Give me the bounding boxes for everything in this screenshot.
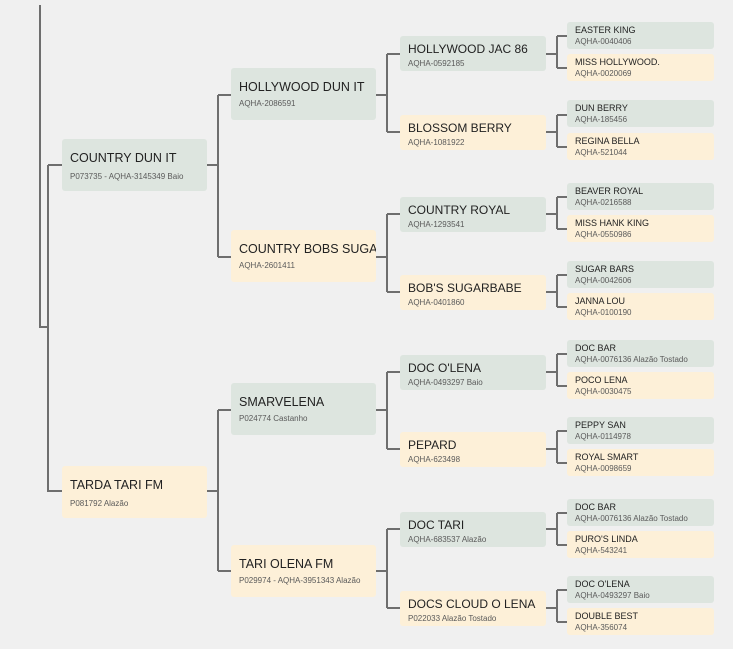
horse-name: EASTER KING — [575, 25, 636, 35]
horse-registration: AQHA-683537 Alazão — [408, 535, 487, 544]
horse-name: TARI OLENA FM — [239, 557, 334, 571]
horse-name: HOLLYWOOD JAC 86 — [408, 42, 528, 56]
horse-card-ssdd[interactable]: REGINA BELLA AQHA-521044 — [567, 133, 714, 160]
horse-card-sdd[interactable]: BOB'S SUGARBABE AQHA-0401860 — [400, 275, 546, 310]
horse-card-sssd[interactable]: MISS HOLLYWOOD. AQHA-0020069 — [567, 54, 714, 81]
horse-registration: AQHA-2086591 — [239, 99, 296, 108]
horse-name: SUGAR BARS — [575, 264, 635, 274]
horse-registration: P073735 - AQHA-3145349 Baio — [70, 172, 184, 181]
horse-name: COUNTRY BOBS SUGAR — [239, 242, 376, 256]
horse-registration: AQHA-185456 — [575, 115, 628, 124]
horse-name: PEPARD — [408, 438, 457, 452]
horse-name: BOB'S SUGARBABE — [408, 281, 522, 295]
horse-registration: AQHA-0216588 — [575, 198, 632, 207]
horse-registration: AQHA-356074 — [575, 623, 628, 632]
horse-card-dss[interactable]: DOC O'LENA AQHA-0493297 Baio — [400, 355, 546, 390]
horse-registration: AQHA-0493297 Baio — [408, 378, 483, 387]
horse-name: JANNA LOU — [575, 296, 626, 306]
horse-name: DOC O'LENA — [408, 361, 481, 375]
horse-registration: AQHA-0114978 — [575, 432, 631, 441]
horse-card-ddd[interactable]: DOCS CLOUD O LENA P022033 Alazão Tostado — [400, 591, 546, 626]
horse-name: DOC BAR — [575, 343, 617, 353]
horse-card-dam-sire[interactable]: SMARVELENA P024774 Castanho — [231, 383, 376, 435]
horse-registration: P022033 Alazão Tostado — [408, 614, 497, 623]
horse-registration: AQHA-521044 — [575, 148, 628, 157]
horse-registration: AQHA-623498 — [408, 455, 461, 464]
horse-registration: AQHA-2601411 — [239, 261, 295, 270]
horse-registration: AQHA-0098659 — [575, 464, 632, 473]
horse-registration: AQHA-0100190 — [575, 308, 632, 317]
horse-name: TARDA TARI FM — [70, 478, 164, 492]
horse-card-ssds[interactable]: DUN BERRY AQHA-185456 — [567, 100, 714, 127]
horse-card-dsds[interactable]: PEPPY SAN AQHA-0114978 — [567, 417, 714, 444]
horse-card-dam[interactable]: TARDA TARI FM P081792 Alazão — [62, 466, 207, 518]
horse-registration: AQHA-0493297 Baio — [575, 591, 650, 600]
horse-card-ddds[interactable]: DOC O'LENA AQHA-0493297 Baio — [567, 576, 714, 603]
horse-card-dam-dam[interactable]: TARI OLENA FM P029974 - AQHA-3951343 Ala… — [231, 545, 376, 597]
horse-name: BEAVER ROYAL — [575, 186, 644, 196]
horse-card-ddss[interactable]: DOC BAR AQHA-0076136 Alazão Tostado — [567, 499, 714, 526]
horse-name: BLOSSOM BERRY — [408, 121, 512, 135]
horse-registration: AQHA-0020069 — [575, 69, 632, 78]
horse-name: ROYAL SMART — [575, 452, 639, 462]
horse-registration: AQHA-0076136 Alazão Tostado — [575, 514, 688, 523]
horse-name: DOC O'LENA — [575, 579, 630, 589]
horse-card-dsdd[interactable]: ROYAL SMART AQHA-0098659 — [567, 449, 714, 476]
horse-card-ddsd[interactable]: PURO'S LINDA AQHA-543241 — [567, 531, 714, 558]
horse-name: DOC TARI — [408, 518, 465, 532]
horse-name: DOC BAR — [575, 502, 617, 512]
horse-name: MISS HOLLYWOOD. — [575, 57, 660, 67]
horse-registration: P081792 Alazão — [70, 499, 129, 508]
horse-registration: AQHA-0030475 — [575, 387, 632, 396]
horse-name: SMARVELENA — [239, 395, 325, 409]
horse-card-sdss[interactable]: BEAVER ROYAL AQHA-0216588 — [567, 183, 714, 210]
horse-registration: AQHA-0076136 Alazão Tostado — [575, 355, 688, 364]
horse-name: REGINA BELLA — [575, 136, 640, 146]
horse-card-sire-sire[interactable]: HOLLYWOOD DUN IT AQHA-2086591 — [231, 68, 376, 120]
horse-card-sddd[interactable]: JANNA LOU AQHA-0100190 — [567, 293, 714, 320]
horse-name: DOUBLE BEST — [575, 611, 639, 621]
horse-registration: AQHA-1293541 — [408, 220, 465, 229]
horse-card-ssd[interactable]: BLOSSOM BERRY AQHA-1081922 — [400, 115, 546, 150]
horse-registration: AQHA-543241 — [575, 546, 628, 555]
horse-card-sire[interactable]: COUNTRY DUN IT P073735 - AQHA-3145349 Ba… — [62, 139, 207, 191]
horse-card-ssss[interactable]: EASTER KING AQHA-0040406 — [567, 22, 714, 49]
horse-card-dds[interactable]: DOC TARI AQHA-683537 Alazão — [400, 512, 546, 547]
horse-registration: P029974 - AQHA-3951343 Alazão — [239, 576, 361, 585]
horse-name: MISS HANK KING — [575, 218, 650, 228]
horse-registration: AQHA-1081922 — [408, 138, 465, 147]
horse-name: DOCS CLOUD O LENA — [408, 597, 536, 611]
horse-registration: AQHA-0592185 — [408, 59, 465, 68]
horse-card-sdds[interactable]: SUGAR BARS AQHA-0042606 — [567, 261, 714, 288]
horse-name: COUNTRY ROYAL — [408, 203, 511, 217]
horse-card-dsd[interactable]: PEPARD AQHA-623498 — [400, 432, 546, 467]
horse-name: PEPPY SAN — [575, 420, 626, 430]
horse-name: PURO'S LINDA — [575, 534, 638, 544]
horse-card-sire-dam[interactable]: COUNTRY BOBS SUGAR AQHA-2601411 — [231, 230, 376, 282]
horse-card-sdsd[interactable]: MISS HANK KING AQHA-0550986 — [567, 215, 714, 242]
horse-card-dsss[interactable]: DOC BAR AQHA-0076136 Alazão Tostado — [567, 340, 714, 367]
horse-name: DUN BERRY — [575, 103, 628, 113]
horse-registration: AQHA-0042606 — [575, 276, 632, 285]
horse-registration: AQHA-0550986 — [575, 230, 632, 239]
horse-card-dssd[interactable]: POCO LENA AQHA-0030475 — [567, 372, 714, 399]
horse-card-sds[interactable]: COUNTRY ROYAL AQHA-1293541 — [400, 197, 546, 232]
horse-registration: AQHA-0040406 — [575, 37, 632, 46]
horse-registration: AQHA-0401860 — [408, 298, 465, 307]
horse-card-sss[interactable]: HOLLYWOOD JAC 86 AQHA-0592185 — [400, 36, 546, 71]
horse-name: COUNTRY DUN IT — [70, 151, 177, 165]
horse-name: POCO LENA — [575, 375, 628, 385]
horse-registration: P024774 Castanho — [239, 414, 308, 423]
horse-name: HOLLYWOOD DUN IT — [239, 80, 365, 94]
horse-card-dddd[interactable]: DOUBLE BEST AQHA-356074 — [567, 608, 714, 635]
